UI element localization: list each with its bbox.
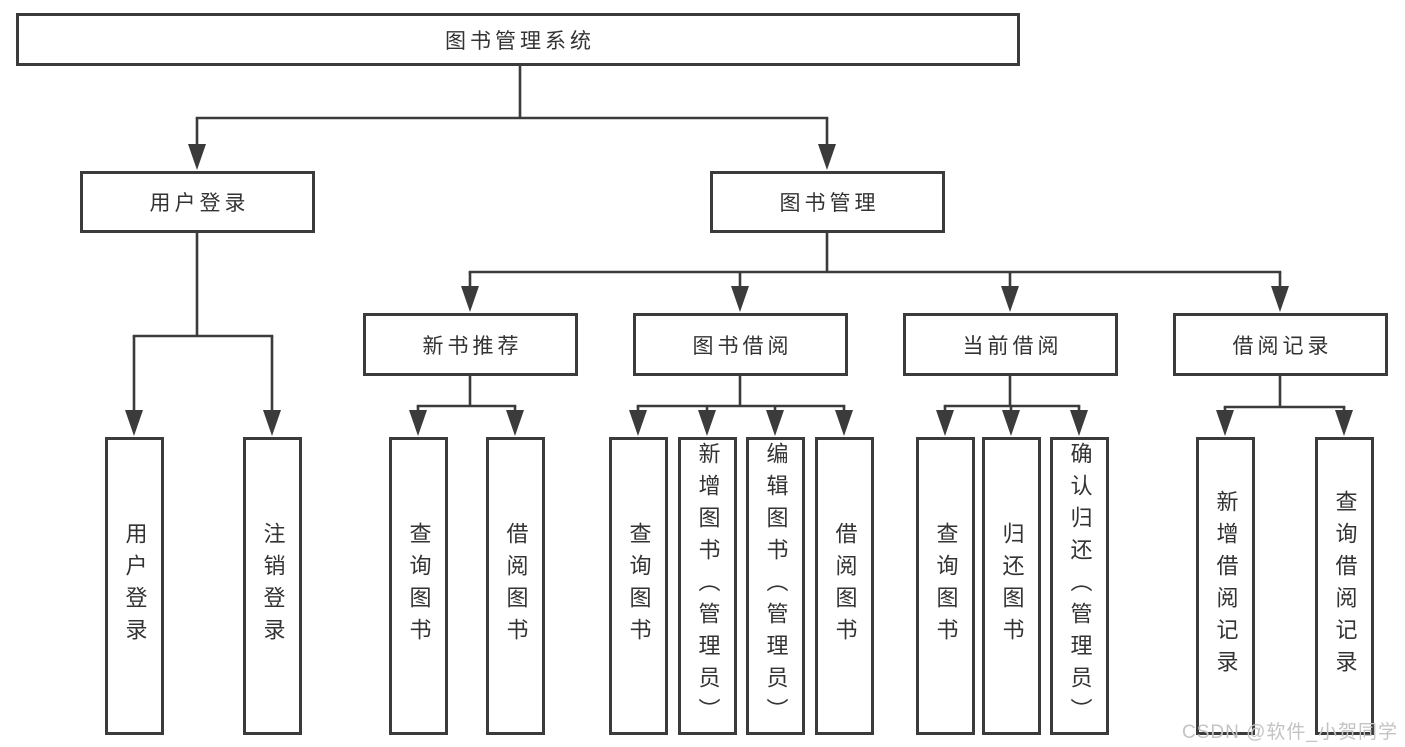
node-label: 归还图书	[999, 522, 1025, 650]
leaf-edit-book-admin: 编辑图书（管理员）	[746, 437, 805, 735]
node-borrow-record: 借阅记录	[1173, 313, 1388, 376]
leaf-query-book: 查询图书	[916, 437, 975, 735]
node-label: 查询图书	[406, 522, 432, 650]
node-label: 确认归还（管理员）	[1067, 442, 1093, 730]
node-label: 查询图书	[626, 522, 652, 650]
node-user-login: 用户登录	[80, 171, 315, 233]
connector-new-book-branch	[409, 376, 524, 436]
node-label: 当前借阅	[962, 334, 1063, 358]
leaf-return-book: 归还图书	[982, 437, 1041, 735]
connector-borrow-record-branch	[1216, 376, 1353, 436]
node-label: 编辑图书（管理员）	[763, 442, 789, 730]
leaf-add-book-admin: 新增图书（管理员）	[678, 437, 737, 735]
node-label: 图书管理系统	[445, 29, 595, 53]
leaf-logout: 注销登录	[243, 437, 302, 735]
node-label: 新书推荐	[422, 334, 523, 358]
connector-current-borrow-branch	[936, 376, 1088, 436]
connector-user-login-branch	[125, 233, 281, 436]
node-label: 用户登录	[122, 522, 148, 650]
node-label: 借阅图书	[503, 522, 529, 650]
node-label: 查询图书	[933, 522, 959, 650]
csdn-watermark: CSDN @软件_小贺同学	[1182, 722, 1398, 743]
node-book-borrow: 图书借阅	[633, 313, 848, 376]
leaf-query-borrow-record: 查询借阅记录	[1315, 437, 1374, 735]
leaf-borrow-book: 借阅图书	[815, 437, 874, 735]
node-label: 图书借阅	[692, 334, 793, 358]
node-label: 借阅记录	[1232, 334, 1333, 358]
connector-root-to-modules	[188, 66, 836, 170]
node-label: 新增借阅记录	[1213, 490, 1239, 682]
node-new-book-recommend: 新书推荐	[363, 313, 578, 376]
leaf-user-login: 用户登录	[105, 437, 164, 735]
connector-book-mgmt-branch	[461, 233, 1289, 312]
node-label: 新增图书（管理员）	[695, 442, 721, 730]
node-current-borrow: 当前借阅	[903, 313, 1118, 376]
node-system-root: 图书管理系统	[16, 13, 1020, 66]
leaf-query-book: 查询图书	[389, 437, 448, 735]
leaf-borrow-book: 借阅图书	[486, 437, 545, 735]
leaf-query-book: 查询图书	[609, 437, 668, 735]
node-label: 借阅图书	[832, 522, 858, 650]
leaf-add-borrow-record: 新增借阅记录	[1196, 437, 1255, 735]
node-label: 查询借阅记录	[1332, 490, 1358, 682]
leaf-confirm-return-admin: 确认归还（管理员）	[1050, 437, 1109, 735]
node-label: 注销登录	[260, 522, 286, 650]
node-label: 图书管理	[779, 192, 880, 215]
connector-book-borrow-branch	[629, 376, 853, 436]
node-label: 用户登录	[149, 192, 250, 215]
node-book-management: 图书管理	[710, 171, 945, 233]
